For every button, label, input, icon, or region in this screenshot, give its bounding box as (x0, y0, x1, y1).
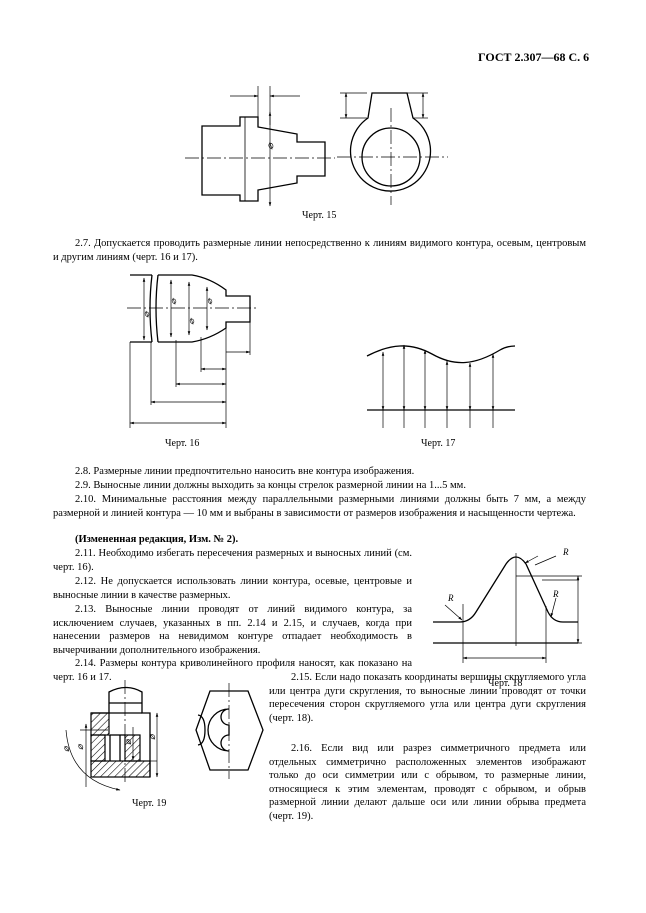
paragraph-2-16: 2.16. Если вид или разрез симметричного … (269, 743, 586, 822)
paragraph-2-15: 2.15. Если надо показать координаты верш… (269, 672, 586, 724)
diameter-mark: ⌀ (264, 141, 277, 151)
paragraph-2-8: 2.8. Размерные линии предпочтительно нан… (75, 466, 415, 477)
caption-fig19: Черт. 19 (132, 798, 167, 809)
diameter-mark: ⌀ (61, 745, 71, 752)
diameter-mark: ⌀ (75, 743, 85, 750)
page-header: ГОСТ 2.307—68 С. 6 (478, 50, 590, 64)
paragraph-2-9: 2.9. Выносные линии должны выходить за к… (75, 480, 466, 491)
caption-fig18: Черт. 18 (488, 678, 523, 689)
diameter-mark: ⌀ (203, 296, 215, 306)
paragraph-2-14: 2.14. Размеры контура криволинейного про… (53, 658, 412, 683)
caption-fig15: Черт. 15 (302, 210, 337, 221)
diameter-mark: ⌀ (123, 738, 133, 745)
diameter-mark: ⌀ (185, 316, 197, 326)
radius-mark: R (562, 547, 569, 557)
radius-mark: R (447, 593, 454, 603)
edition-note: (Измененная редакция, Изм. № 2). (75, 534, 239, 545)
paragraph-2-13: 2.13. Выносные линии проводят от линий в… (53, 604, 412, 656)
paragraph-2-10: 2.10. Минимальные расстояния между парал… (53, 494, 586, 519)
paragraph-2-12: 2.12. Не допускается использовать линии … (53, 576, 412, 601)
caption-fig16: Черт. 16 (165, 438, 200, 449)
radius-mark: R (552, 589, 559, 599)
diameter-mark: ⌀ (140, 309, 152, 319)
paragraph-2-11: 2.11. Необходимо избегать пересечения ра… (53, 548, 412, 573)
diameter-mark: ⌀ (147, 733, 157, 740)
diameter-mark: ⌀ (167, 296, 179, 306)
caption-fig17: Черт. 17 (421, 438, 456, 449)
paragraph-2-7: 2.7. Допускается проводить размерные лин… (53, 238, 586, 263)
